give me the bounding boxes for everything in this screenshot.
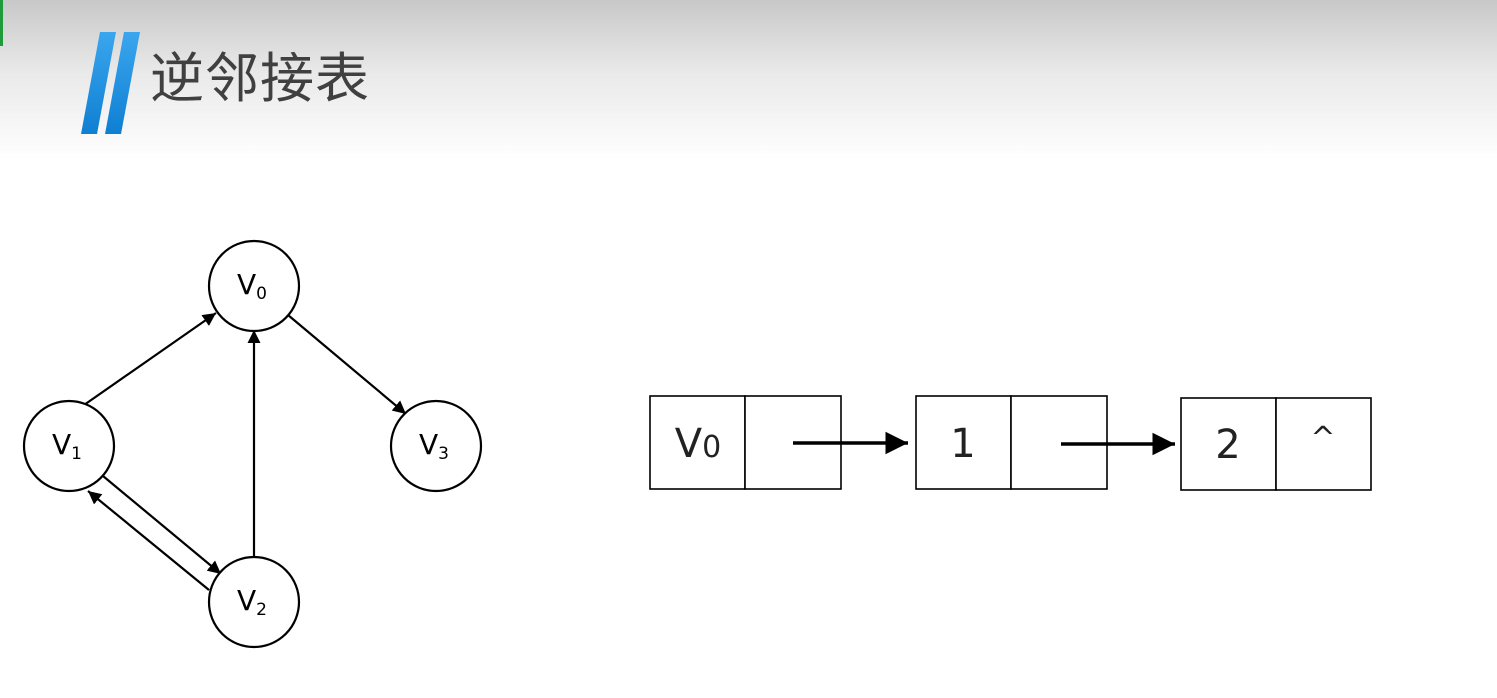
header-band: [0, 0, 1497, 160]
graph-edges: [83, 312, 407, 591]
edge-v2-v1: [87, 490, 210, 591]
list-node-2-value: 2: [1215, 422, 1240, 468]
node-v3-sub: 3: [438, 444, 449, 464]
title-accent-icon: [81, 32, 140, 134]
graph-node-v3: V3: [389, 399, 483, 493]
node-v1-label: V: [52, 428, 71, 461]
graph-node-v2: V2: [207, 555, 301, 649]
node-v0-sub: 0: [256, 284, 267, 304]
list-head-sub: 0: [702, 430, 721, 465]
edge-v0-v3: [287, 314, 407, 415]
svg-text:V1: V1: [52, 428, 82, 464]
svg-text:V0: V0: [675, 421, 721, 467]
list-null-pointer: ^: [1310, 421, 1335, 456]
list-node-2: 2 ^: [1180, 397, 1372, 491]
page-title: 逆邻接表: [150, 47, 370, 110]
node-v3-label: V: [419, 428, 438, 461]
node-v1-sub: 1: [71, 444, 82, 464]
node-v2-label: V: [237, 584, 256, 617]
list-node-1-value: 1: [950, 421, 975, 467]
svg-text:V3: V3: [419, 428, 449, 464]
node-v2-sub: 2: [256, 600, 267, 620]
graph-node-v1: V1: [22, 399, 116, 493]
corner-mark: [0, 0, 3, 46]
list-head-label: V: [675, 421, 703, 467]
edge-v1-v0: [83, 312, 217, 406]
list-head-node: V0: [649, 395, 842, 490]
graph-node-v0: V0: [207, 239, 301, 333]
svg-text:V0: V0: [237, 268, 267, 304]
svg-text:V2: V2: [237, 584, 267, 620]
edge-v1-v2: [102, 475, 222, 575]
node-v0-label: V: [237, 268, 256, 301]
